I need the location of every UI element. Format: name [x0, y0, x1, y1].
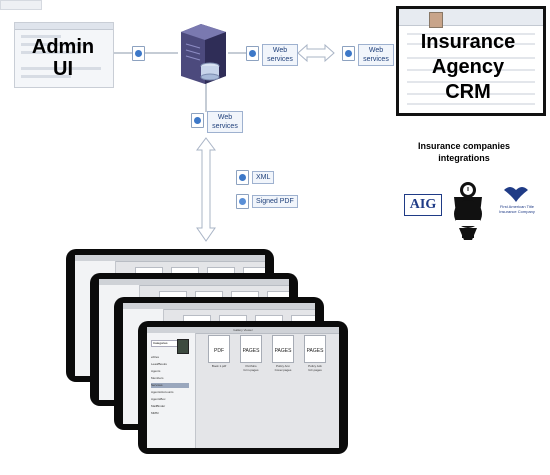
- category-select[interactable]: Categories: [151, 340, 178, 347]
- file-icon: PAGES: [240, 335, 262, 363]
- file-ext: PAGES: [274, 348, 292, 354]
- document-globe-icon: [132, 46, 145, 61]
- web-services-icon-left: [246, 46, 259, 61]
- universal-insurance-logo: [454, 182, 482, 240]
- sidebar-item[interactable]: MMM: [151, 411, 159, 415]
- web-services-tag-bottom: Web services: [207, 111, 243, 133]
- xml-label: XML: [252, 171, 275, 184]
- integrations-heading: Insurance companies integrations: [417, 141, 511, 163]
- crm-screenshot: [396, 6, 546, 116]
- sidebar-item[interactable]: MailBinder: [151, 404, 166, 408]
- xml-icon: [236, 170, 249, 185]
- file-ext: PAGES: [242, 348, 260, 354]
- web-services-icon-right: [342, 46, 355, 61]
- signed-pdf-label: Signed PDF: [252, 195, 298, 208]
- double-arrow-vertical: [196, 137, 216, 242]
- sidebar-item[interactable]: AgentsBox: [151, 397, 166, 401]
- aig-logo: AIG: [404, 194, 442, 216]
- top-left-strip: [0, 0, 42, 10]
- web-services-tag-right: Web services: [358, 44, 394, 66]
- first-american-text: First American Title Insurance Company: [499, 204, 535, 214]
- server-icon: [181, 24, 226, 84]
- sidebar-item[interactable]: Lead/Books: [151, 362, 167, 366]
- file-caption: Portfolio form.pages: [243, 364, 259, 372]
- file-ext: PDF: [214, 348, 224, 354]
- web-services-tag-left: Web services: [262, 44, 298, 66]
- file-item[interactable]: PAGES Policy Ann Cover.pages: [271, 335, 295, 372]
- admin-ui-screenshot: [14, 22, 114, 88]
- crm-label: Insurance Agency CRM: [420, 31, 516, 103]
- file-caption: Policy Ann Cover.pages: [274, 364, 292, 372]
- double-arrow-horizontal: [297, 43, 335, 63]
- file-caption: Book 1.pdf: [211, 364, 227, 368]
- sidebar-item[interactable]: Members: [151, 376, 164, 380]
- admin-ui-label: Admin UI: [31, 36, 95, 80]
- file-icon: PDF: [208, 335, 230, 363]
- thumbnail-icon: [177, 339, 189, 354]
- window-title: Gallery Viewer: [233, 328, 253, 332]
- file-item[interactable]: PAGES Policy Adv GC.pages: [303, 335, 327, 372]
- file-icon: PAGES: [304, 335, 326, 363]
- sidebar-item[interactable]: Services: [151, 383, 189, 388]
- file-icon: PAGES: [272, 335, 294, 363]
- sidebar-item[interactable]: Agents/Accounts: [151, 390, 174, 394]
- web-services-icon-bottom: [191, 113, 204, 128]
- file-ext: PAGES: [306, 348, 324, 354]
- file-item[interactable]: PAGES Portfolio form.pages: [239, 335, 263, 372]
- first-american-logo: [504, 187, 528, 202]
- file-caption: Policy Adv GC.pages: [308, 364, 322, 372]
- file-item[interactable]: PDF Book 1.pdf: [207, 335, 231, 368]
- sidebar-item[interactable]: Agents: [151, 369, 161, 373]
- avatar: [429, 12, 443, 28]
- sidebar-item[interactable]: eFiles: [151, 355, 160, 359]
- pdf-icon: [236, 194, 249, 209]
